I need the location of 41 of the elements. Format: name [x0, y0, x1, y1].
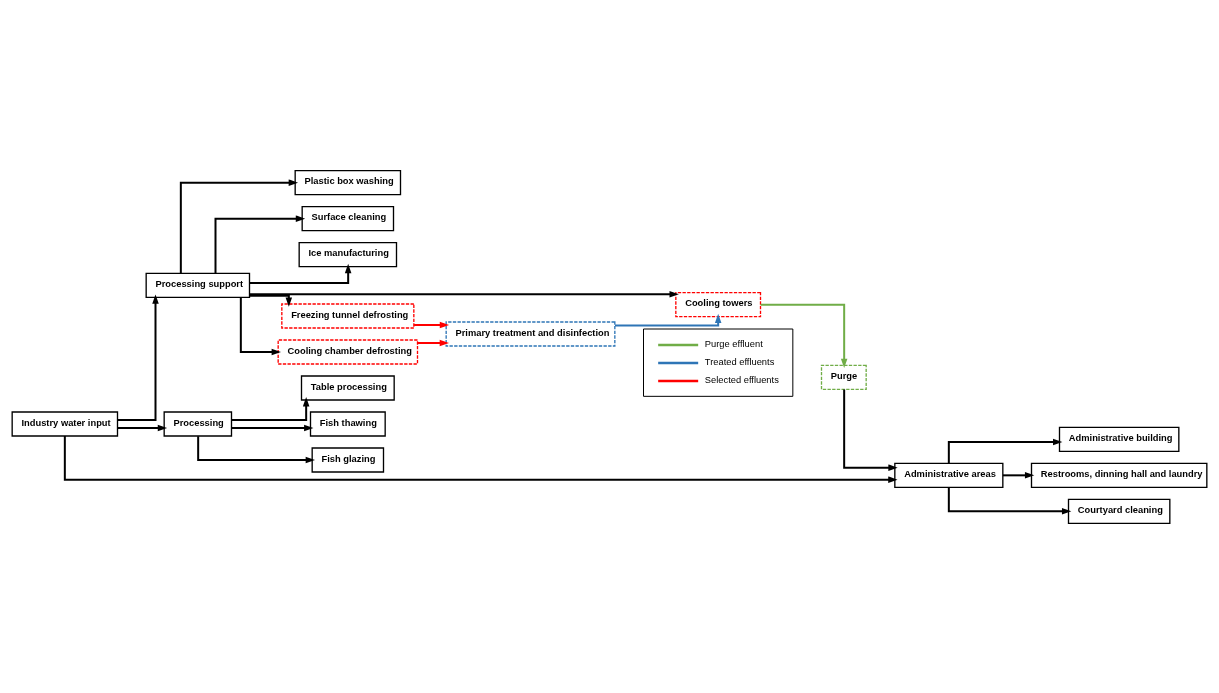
- arrow: [947, 438, 1063, 464]
- node-box: Administrative building: [1058, 426, 1180, 452]
- arrow: [947, 486, 1072, 515]
- node-box: Processing: [163, 410, 233, 437]
- legend-label: Selected effluents: [704, 374, 779, 385]
- node-box: Fish glazing: [311, 446, 385, 473]
- arrow: [1001, 471, 1035, 479]
- legend-label: Treated effluents: [704, 356, 775, 367]
- arrow: [239, 296, 281, 355]
- node-box: Table processing: [300, 374, 395, 401]
- node-box: Primary treatment and disinfection: [445, 320, 616, 347]
- arrow: [63, 434, 898, 483]
- arrow: [248, 290, 679, 297]
- node-box: Courtyard cleaning: [1067, 498, 1171, 524]
- arrow: [116, 294, 159, 421]
- node-box: Fish thawing: [309, 410, 386, 437]
- node-box: Freezing tunnel defrosting: [281, 302, 415, 329]
- arrow: [413, 321, 450, 328]
- node-box: Processing support: [145, 272, 251, 298]
- arrow: [843, 388, 898, 471]
- node-box: Cooling chamber defrosting: [277, 338, 419, 365]
- arrow: [197, 434, 315, 463]
- arrow: [416, 339, 450, 346]
- node-box: Industry water input: [11, 410, 119, 437]
- legend-label: Purge effluent: [704, 338, 763, 349]
- node-box: Administrative areas: [894, 462, 1004, 488]
- node-box: Cooling towers: [675, 291, 762, 317]
- node-box: Ice manufacturing: [298, 241, 398, 267]
- arrow: [214, 214, 306, 274]
- arrow: [248, 294, 293, 307]
- arrow: [614, 313, 722, 326]
- arrow: [230, 424, 314, 431]
- arrow: [116, 424, 168, 431]
- arrow: [230, 396, 310, 421]
- arrow: [759, 303, 848, 368]
- node-box: Restrooms, dinning hall and laundry: [1030, 462, 1208, 488]
- node-box: Purge: [820, 364, 867, 390]
- arrow: [179, 178, 298, 274]
- node-box: Plastic box washing: [294, 169, 402, 195]
- arrow: [248, 263, 352, 284]
- node-box: Surface cleaning: [301, 205, 395, 231]
